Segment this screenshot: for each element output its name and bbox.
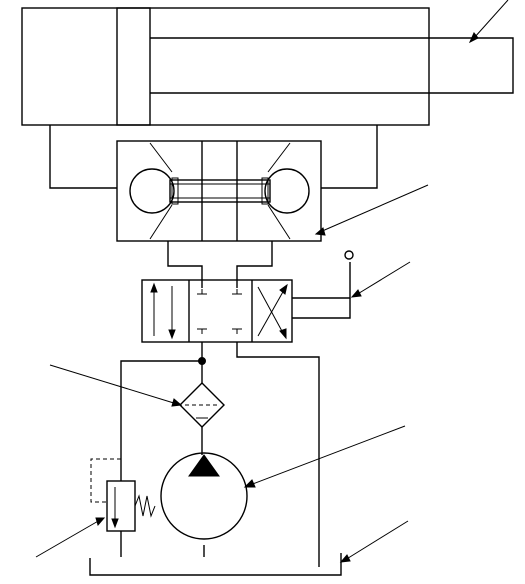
- cylinder-barrel: [21, 7, 430, 126]
- valve-actuator-lever: [292, 262, 351, 299]
- valve-center-block-b: [232, 328, 242, 334]
- valve-parallel-arrowhead-down: [168, 329, 176, 340]
- lock-check-ball-right: [264, 168, 310, 214]
- cylinder-piston: [116, 7, 151, 126]
- line-cylinder-left: [49, 125, 117, 189]
- valve-cross-arrow-1: [257, 289, 285, 337]
- tank: [89, 553, 342, 576]
- lock-plunger-right: [261, 177, 269, 205]
- pump-triangle-icon: [188, 454, 220, 477]
- leader-cylinder: [468, 0, 509, 44]
- leader-lines: [35, 0, 509, 563]
- cylinder-rod: [150, 37, 514, 94]
- pump-circle: [160, 452, 248, 540]
- hydraulic-lock: [116, 140, 322, 242]
- valve-cross-arrow-2: [257, 286, 284, 334]
- hydraulic-cylinder: [21, 7, 514, 126]
- relief-valve-body: [106, 480, 136, 532]
- lock-body: [116, 140, 322, 242]
- hydraulic-pump: [160, 452, 248, 557]
- lock-check-ball-left: [129, 168, 175, 214]
- relief-valve-pilot-line: [90, 458, 121, 503]
- lock-pilot-piston: [169, 179, 271, 203]
- valve-body: [141, 279, 293, 343]
- lock-plunger-left: [171, 177, 179, 205]
- leader-lock: [314, 184, 429, 236]
- leader-pump: [243, 425, 406, 488]
- leader-tank: [339, 520, 409, 563]
- line-pressure-loop: [120, 360, 202, 481]
- lock-seat-right: [267, 142, 291, 240]
- relief-valve-spring: [134, 494, 156, 518]
- leader-relief-valve: [35, 517, 106, 558]
- line-valve-return: [236, 342, 320, 567]
- valve-parallel-arrowhead-up: [150, 282, 158, 293]
- line-cylinder-right: [321, 125, 378, 189]
- filter: [179, 361, 225, 455]
- relief-valve: [90, 458, 156, 557]
- lock-seat-left: [149, 142, 173, 240]
- valve-center-block-a: [232, 289, 242, 295]
- valve-center-block-p: [197, 289, 207, 295]
- valve-actuator-knob: [344, 250, 354, 260]
- leader-filter: [49, 364, 183, 407]
- leader-valve: [350, 261, 411, 298]
- line-lock-to-valve-b: [236, 241, 273, 288]
- relief-valve-arrowhead: [111, 518, 119, 529]
- valve-cross-arrowhead-2: [279, 328, 287, 340]
- line-lock-to-valve-a: [167, 241, 203, 288]
- valve-center-block-t: [197, 328, 207, 334]
- valve-cross-arrowhead-1: [279, 283, 288, 295]
- directional-control-valve: [141, 250, 354, 343]
- valve-actuator-lever-lower: [292, 298, 351, 319]
